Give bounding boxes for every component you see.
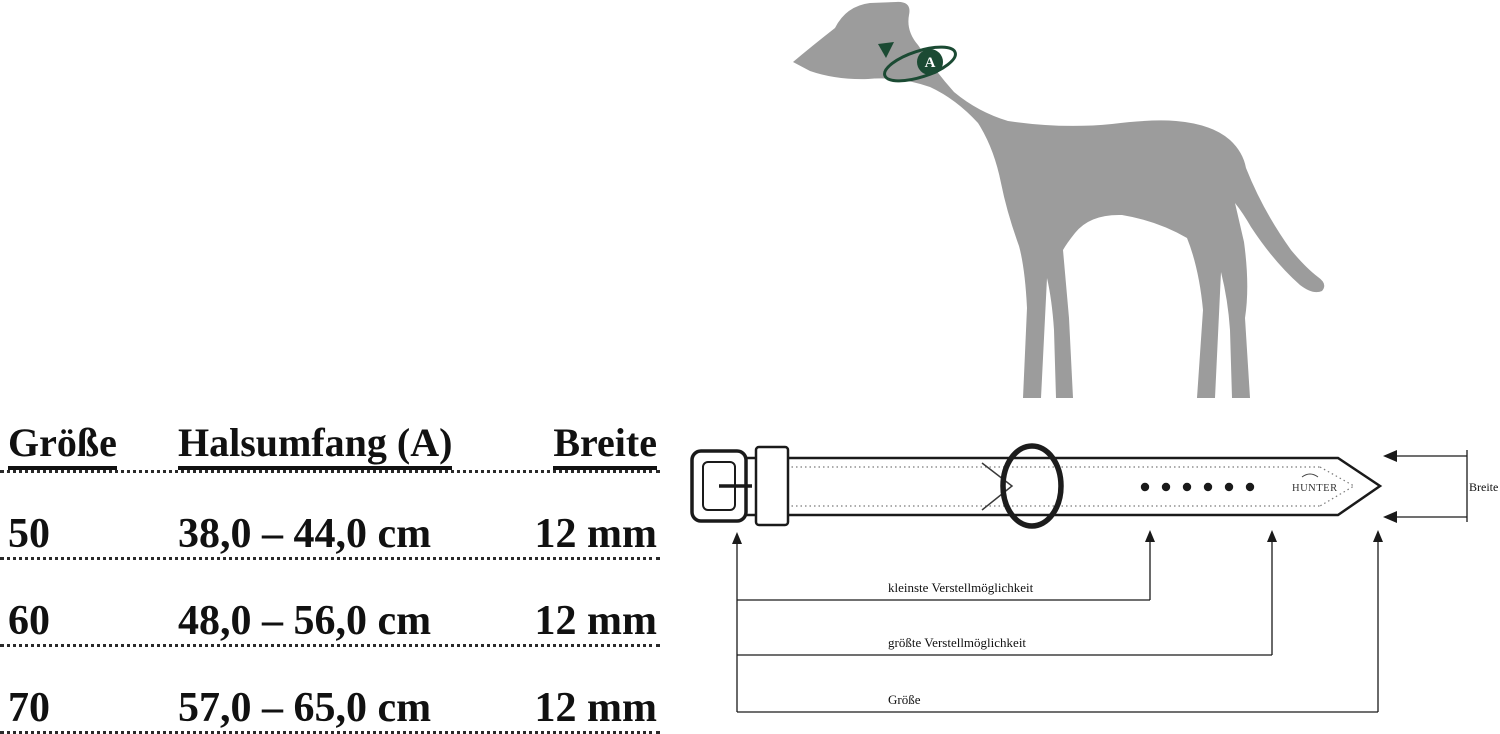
arrowhead-groesste [1267, 530, 1277, 542]
kleinste-label: kleinste Verstellmöglichkeit [888, 580, 1034, 595]
width-value: 12 mm [534, 598, 657, 644]
breite-arrowhead-bottom [1383, 511, 1397, 523]
brand-label: HUNTER [1292, 483, 1338, 494]
neck-marker-label: A [925, 55, 936, 71]
arrowhead-baseline [732, 532, 742, 544]
size-value: 60 [8, 598, 50, 644]
neck-range-value: 57,0 – 65,0 cm [178, 685, 432, 731]
arrowhead-groesse [1373, 530, 1383, 542]
size-value: 50 [8, 511, 50, 557]
header-breite: Breite [553, 423, 657, 470]
dog-silhouette-figure: A [793, 1, 1325, 399]
header-groesse: Größe [8, 423, 117, 470]
width-value: 12 mm [534, 511, 657, 557]
collar-diagram: HUNTER Breite kleinste Verstellmöglichke… [690, 443, 1498, 713]
header-groesse-cell: Größe [0, 423, 178, 470]
collar-keeper [754, 445, 790, 527]
measure-lines [736, 540, 1379, 713]
collar-hole [1140, 482, 1150, 492]
breite-arrows [1394, 450, 1468, 522]
neck-measure-loop [883, 45, 957, 83]
size-value: 70 [8, 685, 50, 731]
dog-silhouette [793, 1, 1325, 399]
neck-range-value: 48,0 – 56,0 cm [178, 598, 432, 644]
collar-hole [1245, 482, 1255, 492]
header-breite-cell: Breite [508, 423, 660, 470]
breite-arrowhead-top [1383, 450, 1397, 462]
width-value: 12 mm [534, 685, 657, 731]
table-row: 50 38,0 – 44,0 cm 12 mm [0, 473, 660, 560]
breite-label: Breite [1469, 480, 1498, 494]
groesse-label: Größe [888, 692, 921, 707]
size-table-header-row: Größe Halsumfang (A) Breite [0, 422, 660, 473]
collar-holes [1140, 482, 1255, 492]
neck-range-value: 38,0 – 44,0 cm [178, 511, 432, 557]
brand-logo-mark [1301, 473, 1319, 478]
neck-loop-arrowhead [878, 42, 894, 58]
header-halsumfang-cell: Halsumfang (A) [178, 423, 508, 470]
groesste-label: größte Verstellmöglichkeit [888, 635, 1026, 650]
size-table: Größe Halsumfang (A) Breite 50 38,0 – 44… [0, 422, 660, 734]
arrowhead-kleinste [1145, 530, 1155, 542]
collar-hole [1182, 482, 1192, 492]
collar-hole [1161, 482, 1171, 492]
collar-ring [1000, 443, 1064, 529]
neck-marker-badge [917, 49, 943, 75]
collar-hole [1224, 482, 1234, 492]
strap-end-chevron [981, 462, 1014, 511]
header-halsumfang: Halsumfang (A) [178, 423, 453, 470]
table-row: 60 48,0 – 56,0 cm 12 mm [0, 560, 660, 647]
collar-hole [1203, 482, 1213, 492]
